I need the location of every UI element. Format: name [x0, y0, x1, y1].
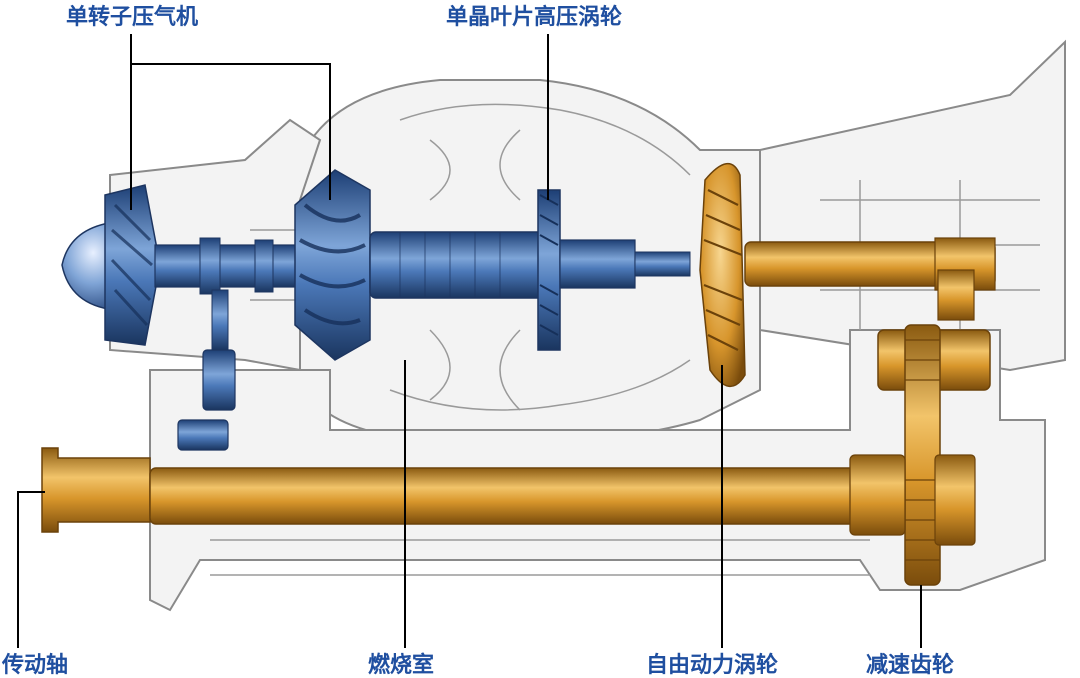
leader-lines [17, 34, 922, 648]
drive-shaft-part [41, 447, 906, 536]
label-reduction-gear: 减速齿轮 [866, 652, 954, 678]
label-combustor: 燃烧室 [368, 652, 434, 678]
gas-generator-rotor [61, 169, 691, 451]
leader-drive-shaft [17, 491, 45, 648]
label-power-turbine: 自由动力涡轮 [646, 652, 778, 678]
label-compressor: 单转子压气机 [66, 4, 198, 30]
label-drive-shaft: 传动轴 [1, 652, 68, 678]
label-hp-turbine: 单晶叶片高压涡轮 [446, 4, 622, 30]
power-section [699, 163, 996, 586]
leader-compressor-right [131, 63, 331, 200]
